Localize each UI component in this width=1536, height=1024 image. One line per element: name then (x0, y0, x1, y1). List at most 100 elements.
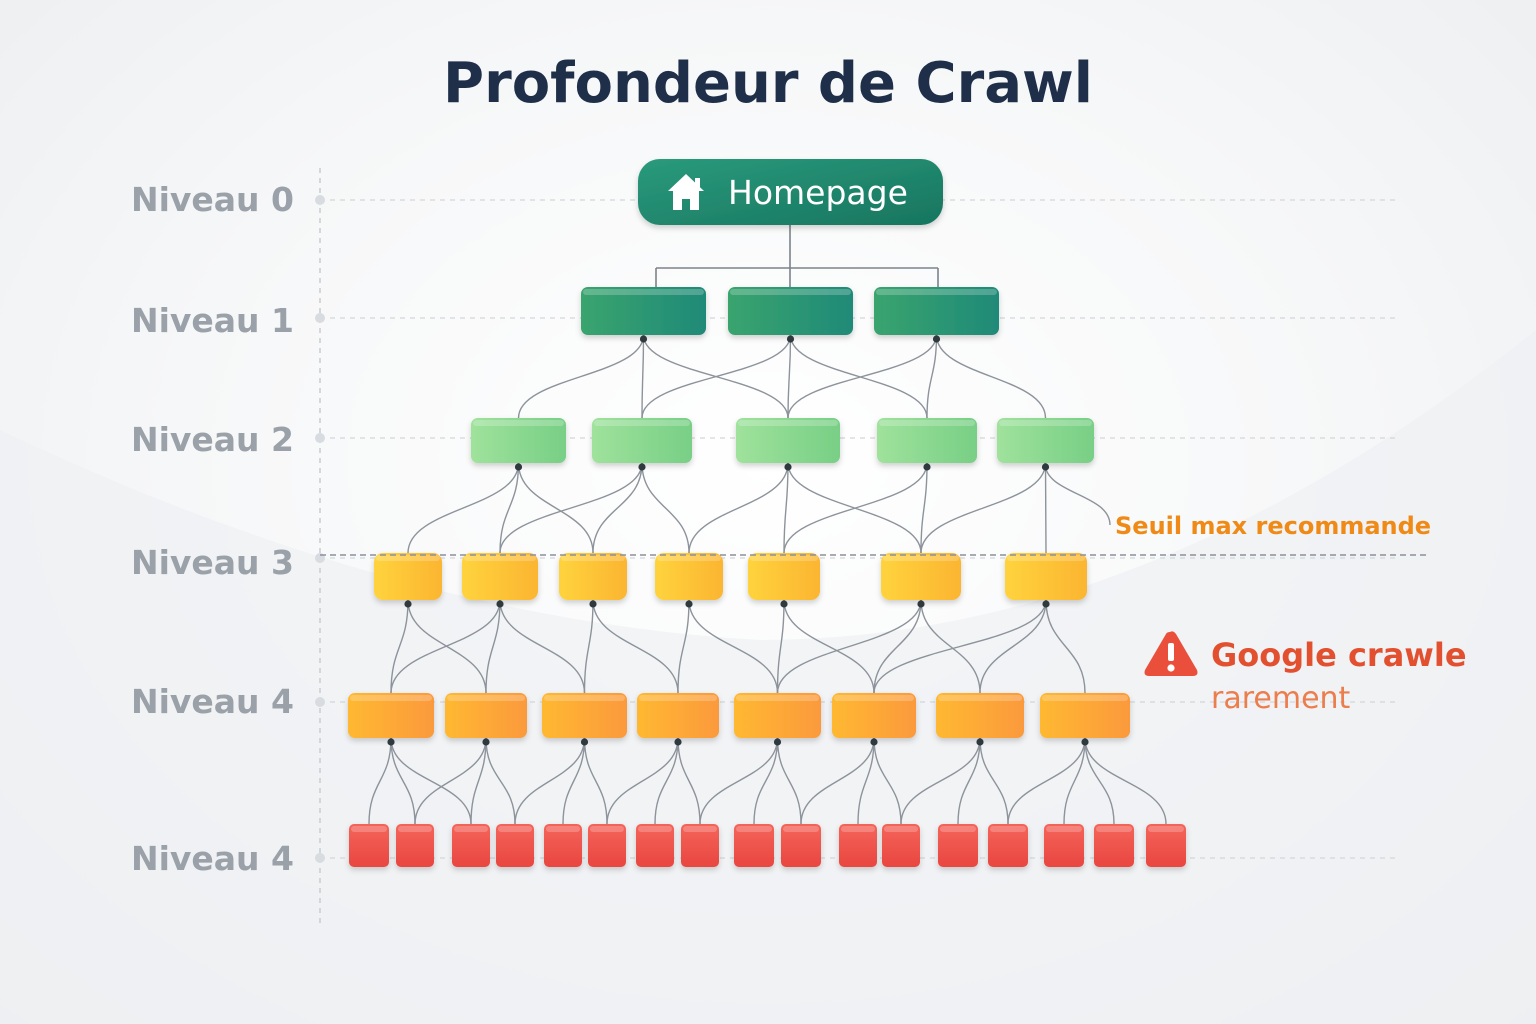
level2-node-highlight (999, 420, 1092, 426)
connector (407, 462, 520, 554)
connector-dot (923, 463, 931, 471)
level5-node-highlight (1096, 826, 1132, 832)
connector (787, 334, 938, 419)
level4-node[interactable] (936, 693, 1024, 738)
level1-node[interactable] (581, 287, 706, 335)
connector (583, 599, 594, 694)
page-title: Profondeur de Crawl (443, 51, 1093, 116)
level5-node[interactable] (734, 824, 774, 867)
level2-node[interactable] (592, 418, 692, 463)
root-connector (655, 225, 939, 287)
level4-node[interactable] (832, 693, 916, 738)
connector (562, 737, 586, 825)
level2-node[interactable] (877, 418, 977, 463)
level4-node-highlight (834, 695, 914, 701)
level3-node-highlight (657, 555, 721, 561)
connector (654, 737, 679, 825)
connector (641, 334, 792, 419)
level5-node[interactable] (1094, 824, 1134, 867)
level4-node[interactable] (1040, 693, 1130, 738)
connector (926, 334, 938, 419)
connector (1007, 737, 1086, 825)
level5-node[interactable] (681, 824, 719, 867)
node-layer (348, 287, 1186, 867)
connector-dot (1041, 463, 1050, 471)
level-label-5: Niveau 4 (131, 839, 294, 878)
level-label-2: Niveau 2 (131, 420, 294, 459)
level3-node[interactable] (748, 553, 820, 600)
connector (390, 599, 501, 694)
level4-node[interactable] (348, 693, 434, 738)
level4-node-highlight (1042, 695, 1128, 701)
connector-dot (580, 738, 589, 746)
level5-node-highlight (1148, 826, 1184, 832)
connector (1044, 462, 1111, 526)
level3-node[interactable] (559, 553, 627, 600)
connector (800, 737, 875, 825)
level5-node[interactable] (636, 824, 674, 867)
level2-node[interactable] (736, 418, 840, 463)
level1-node[interactable] (728, 287, 853, 335)
level4-node[interactable] (542, 693, 627, 738)
connector (783, 599, 875, 694)
connector (900, 737, 981, 825)
connector-dot (784, 463, 792, 471)
level5-node[interactable] (781, 824, 821, 867)
connector (957, 737, 981, 825)
level2-node[interactable] (471, 418, 566, 463)
level3-node-highlight (883, 555, 959, 561)
level1-node[interactable] (874, 287, 999, 335)
level4-node[interactable] (445, 693, 527, 738)
connector (753, 737, 779, 825)
level3-node[interactable] (462, 553, 538, 600)
level5-node[interactable] (349, 824, 389, 867)
connector (1063, 737, 1086, 825)
level5-node-highlight (1046, 826, 1082, 832)
level5-node[interactable] (544, 824, 582, 867)
level4-node-highlight (350, 695, 432, 701)
level1-node-highlight (583, 289, 704, 295)
connector (979, 737, 1009, 825)
connector-dot (1081, 738, 1089, 746)
connector-dot (786, 335, 795, 343)
level3-node[interactable] (374, 553, 442, 600)
connector (485, 737, 516, 825)
level2-node-highlight (594, 420, 690, 426)
level3-node[interactable] (1005, 553, 1087, 600)
level5-node[interactable] (452, 824, 490, 867)
connector (641, 334, 645, 419)
connector (699, 737, 779, 825)
level4-node[interactable] (734, 693, 821, 738)
level5-node[interactable] (988, 824, 1028, 867)
connector (499, 462, 520, 554)
connector (414, 737, 487, 825)
level5-node[interactable] (882, 824, 920, 867)
level5-node[interactable] (1146, 824, 1186, 867)
connector (783, 462, 789, 554)
level5-node[interactable] (1044, 824, 1084, 867)
connector (787, 334, 792, 419)
level2-node[interactable] (997, 418, 1094, 463)
connector (1084, 737, 1115, 825)
level5-node[interactable] (588, 824, 626, 867)
level3-node[interactable] (881, 553, 961, 600)
level5-node[interactable] (938, 824, 978, 867)
level5-node-highlight (683, 826, 717, 832)
connector (920, 599, 981, 694)
level5-node[interactable] (839, 824, 877, 867)
connector (470, 737, 487, 825)
level3-node-highlight (464, 555, 536, 561)
level1-node-highlight (730, 289, 851, 295)
connector (606, 737, 679, 825)
connector (641, 462, 690, 554)
connector-dot (404, 600, 412, 608)
level5-node[interactable] (396, 824, 434, 867)
warning-subtitle: rarement (1211, 681, 1351, 716)
homepage-node[interactable] (638, 159, 943, 225)
level3-node[interactable] (655, 553, 723, 600)
connector (857, 737, 875, 825)
level4-node[interactable] (637, 693, 719, 738)
connector-dot (674, 738, 682, 746)
level5-node[interactable] (496, 824, 534, 867)
